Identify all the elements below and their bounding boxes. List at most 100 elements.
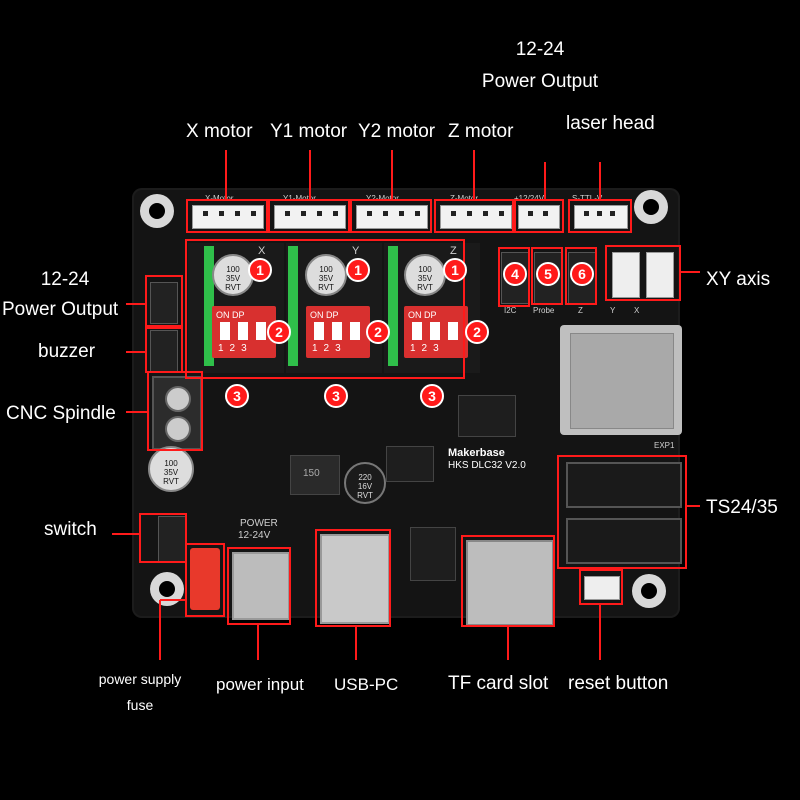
label-output-top-line2: Power Output [481, 71, 599, 92]
ts-box [557, 455, 687, 569]
driver-header-z [388, 246, 398, 366]
laser-head-box [568, 199, 632, 233]
model-text: HKS DLC32 V2.0 [448, 460, 526, 471]
label-usb-pc: USB-PC [334, 675, 399, 694]
z-port-box [565, 247, 597, 305]
inductor: 150 [290, 455, 340, 495]
silk-y-port: Y [610, 306, 616, 315]
label-output-top-line1: 12-24 [515, 39, 565, 60]
ts-display-header-bottom [566, 518, 682, 564]
fuse-box [185, 543, 225, 617]
callout-number: 3 [233, 388, 241, 404]
label-output-left-line2: Power Output [2, 299, 119, 320]
callout-number: 4 [511, 266, 519, 282]
y1-motor-box [268, 199, 350, 233]
mount-hole-br [632, 574, 666, 608]
callout-number: 2 [374, 324, 382, 340]
buzzer-box [145, 327, 183, 373]
y-limit-port [612, 252, 640, 298]
silk-power-range: 12-24V [238, 530, 271, 541]
callout-number: 5 [544, 266, 552, 282]
z-motor-box [434, 199, 516, 233]
callout-circle [267, 320, 291, 344]
callout-number: 2 [275, 324, 283, 340]
power-output-top-box [512, 199, 564, 233]
probe-box [531, 247, 563, 305]
callout-number: 6 [578, 266, 586, 282]
main-chip-a [458, 395, 516, 437]
silk-driver-z: Z [450, 245, 457, 257]
silk-y2-motor: Y2-Motor [366, 194, 399, 203]
label-power-input: power input [216, 675, 304, 694]
y1-motor-connector [274, 205, 346, 229]
label-output-left-line1: 12-24 [40, 269, 90, 290]
label-y1-motor: Y1 motor [270, 121, 348, 142]
silk-y1-motor: Y1-Motor [283, 194, 316, 203]
brand-text: Makerbase [448, 447, 505, 459]
silk-i2c: I2C [504, 306, 517, 315]
callout-circle [248, 258, 272, 282]
label-ts24-35: TS24/35 [706, 497, 778, 518]
callout-circle [420, 384, 444, 408]
z-motor-connector [440, 205, 512, 229]
laser-head-connector [574, 205, 628, 229]
silk-probe: Probe [533, 306, 555, 315]
silk-z-motor: Z-Motor [450, 194, 478, 203]
label-reset-button: reset button [568, 673, 669, 694]
callout-circle [465, 320, 489, 344]
label-x-motor: X motor [186, 121, 253, 142]
power-input-box [227, 547, 291, 625]
label-fuse-line1: power supply [98, 671, 182, 687]
silk-power: POWER [240, 518, 278, 529]
callout-circle [324, 384, 348, 408]
callout-circle [366, 320, 390, 344]
silk-x-port: X [634, 306, 640, 315]
silk-exp1: EXP1 [654, 441, 675, 450]
spindle-box [147, 371, 203, 451]
label-fuse-line2: fuse [126, 697, 154, 713]
board-cap-large: 100 35V RVT [148, 446, 194, 492]
callout-circle [346, 258, 370, 282]
mount-hole-bl [150, 572, 184, 606]
power-output-connector [518, 205, 560, 229]
callout-number: 1 [451, 262, 459, 278]
silk-driver-y: Y [352, 245, 360, 257]
label-buzzer: buzzer [38, 341, 96, 362]
callout-number: 3 [428, 388, 436, 404]
main-chip-b [410, 527, 456, 581]
driver-region-box [185, 239, 465, 379]
driver-header-x [204, 246, 214, 366]
x-motor-connector [192, 205, 264, 229]
i2c-box [498, 247, 530, 307]
x-motor-box [186, 199, 268, 233]
usb-box [315, 529, 391, 627]
ts-display-header-top [566, 462, 682, 508]
silk-power-out: +12/24V [514, 194, 545, 203]
driver-cap-y: 100 35V RVT [305, 254, 347, 296]
callout-number: 3 [332, 388, 340, 404]
label-xy-axis: XY axis [706, 269, 771, 290]
callout-circle [503, 262, 527, 286]
silk-laser: S-TTL-V [572, 194, 603, 203]
tf-box [461, 535, 555, 627]
silk-z-port: Z [578, 306, 583, 315]
silk-x-motor: X-Motor [205, 194, 234, 203]
label-z-motor: Z motor [448, 121, 514, 142]
reset-box [579, 569, 623, 605]
reset-button [584, 576, 620, 600]
callout-circle [443, 258, 467, 282]
regulator-chip [386, 446, 434, 482]
y2-motor-box [350, 199, 432, 233]
label-y2-motor: Y2 motor [358, 121, 436, 142]
inductor-label: 150 [303, 468, 320, 479]
x-limit-port [646, 252, 674, 298]
left-power-output-header [150, 282, 178, 324]
y2-motor-connector [356, 205, 428, 229]
mount-hole-tr [634, 190, 668, 224]
label-laser-head: laser head [566, 113, 655, 134]
spindle-terminal [152, 376, 202, 450]
esp32-module [560, 325, 682, 435]
callout-number: 2 [473, 324, 481, 340]
